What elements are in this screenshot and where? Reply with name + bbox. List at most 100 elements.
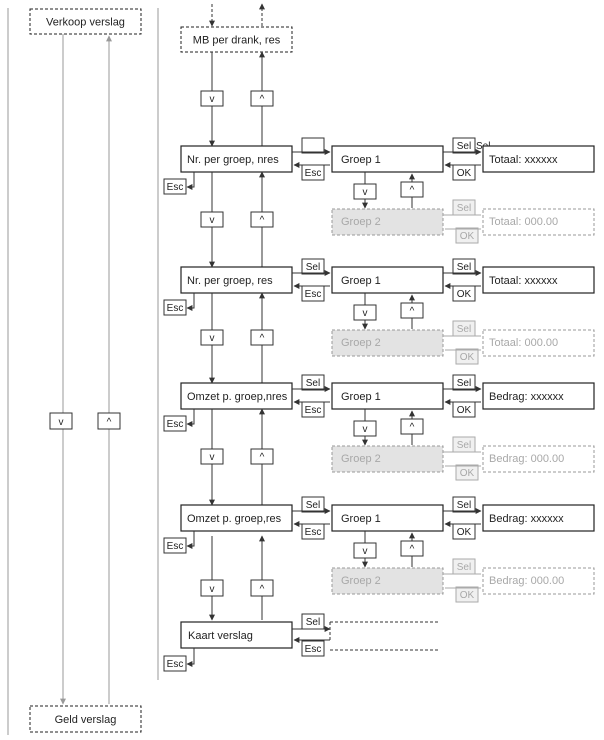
- group-up-key[interactable]: [400, 418, 424, 435]
- kaart-verslag-section: v ^ Kaart verslag Sel Esc Esc: [163, 535, 440, 672]
- section-menu-box[interactable]: [180, 504, 293, 532]
- section-menu-box[interactable]: [180, 266, 293, 294]
- ghost-result-box: [482, 445, 595, 473]
- result-sel-key[interactable]: [452, 258, 476, 275]
- section-sel-key-label: Sel: [306, 500, 320, 511]
- groep-2-label: Groep 2: [341, 453, 381, 465]
- section-esc-key-label: Esc: [305, 289, 322, 300]
- section-sel-key[interactable]: [301, 496, 325, 513]
- groep-1-box[interactable]: [331, 145, 444, 173]
- section-down-key[interactable]: [200, 448, 224, 465]
- ghost-sel-key-label: Sel: [457, 324, 471, 335]
- section-up-key[interactable]: [250, 90, 274, 107]
- geld-verslag-label: Geld verslag: [55, 714, 117, 726]
- group-down-key[interactable]: [353, 304, 377, 321]
- section-menu-box[interactable]: [180, 145, 293, 173]
- kaart-sel-key-label: Sel: [306, 617, 320, 628]
- section-esc-side-key[interactable]: [163, 537, 187, 554]
- verkoop-verslag-label: Verkoop verslag: [46, 17, 125, 29]
- main-top: MB per drank, res: [180, 3, 293, 53]
- left-up-key-label: ^: [107, 417, 112, 428]
- result-sel-key[interactable]: [452, 137, 476, 154]
- section-down-key-label: v: [210, 452, 215, 463]
- group-up-key[interactable]: [400, 540, 424, 557]
- section-up-key-label: ^: [260, 215, 265, 226]
- section-menu-label: Nr. per groep, res: [187, 275, 273, 287]
- section-esc-key-label: Esc: [305, 168, 322, 179]
- ghost-ok-key[interactable]: [455, 586, 479, 603]
- groep-2-box[interactable]: [331, 208, 444, 236]
- left-column: Verkoop verslag v ^ Geld verslag: [29, 8, 142, 733]
- groep-1-box[interactable]: [331, 504, 444, 532]
- section-menu-box[interactable]: [180, 382, 293, 410]
- mb-per-drank-label: MB per drank, res: [193, 35, 281, 47]
- section-up-key-label: ^: [260, 452, 265, 463]
- groep-2-box[interactable]: [331, 445, 444, 473]
- kaart-esc-side-key[interactable]: [163, 655, 187, 672]
- result-ok-key-label: OK: [457, 289, 472, 300]
- section-esc-side-line: [186, 409, 195, 427]
- result-label: Totaal: xxxxxx: [489, 154, 558, 166]
- groep-2-box[interactable]: [331, 567, 444, 595]
- groep-1-box[interactable]: [331, 266, 444, 294]
- groep-1-label: Groep 1: [341, 154, 381, 166]
- section-menu-label: Nr. per groep, nres: [187, 154, 279, 166]
- group-down-key-label: v: [363, 424, 368, 435]
- kaart-esc-key[interactable]: [301, 640, 325, 657]
- ghost-result-box: [482, 567, 595, 595]
- ghost-ok-key[interactable]: [455, 227, 479, 244]
- section-up-key[interactable]: [250, 329, 274, 346]
- group-up-key-label: ^: [410, 185, 415, 196]
- section-esc-side-key-label: Esc: [167, 419, 184, 430]
- section-up-key[interactable]: [250, 211, 274, 228]
- group-down-key-label: v: [363, 546, 368, 557]
- groep-1-box[interactable]: [331, 382, 444, 410]
- group-down-key[interactable]: [353, 420, 377, 437]
- ghost-result-label: Totaal: 000.00: [489, 216, 558, 228]
- ghost-ok-key-label: OK: [460, 231, 475, 242]
- group-up-key[interactable]: [400, 181, 424, 198]
- left-up-key[interactable]: [97, 412, 121, 430]
- section-menu-label: Omzet p. groep,res: [187, 513, 282, 525]
- section-sel-key[interactable]: [301, 258, 325, 275]
- section-down-key[interactable]: [200, 329, 224, 346]
- mb-per-drank-box[interactable]: [180, 26, 293, 53]
- result-label: Totaal: xxxxxx: [489, 275, 558, 287]
- result-sel-key[interactable]: [452, 496, 476, 513]
- result-ok-key-label: OK: [457, 168, 472, 179]
- section-sel-key[interactable]: [301, 137, 325, 154]
- kaart-down-key[interactable]: [200, 579, 224, 597]
- section-esc-side-key-label: Esc: [167, 541, 184, 552]
- section-up-key[interactable]: [250, 448, 274, 465]
- result-label: Bedrag: xxxxxx: [489, 391, 564, 403]
- section-esc-side-line: [186, 172, 195, 190]
- section-esc-key-label: Esc: [305, 405, 322, 416]
- groep-2-box[interactable]: [331, 329, 444, 357]
- group-up-key[interactable]: [400, 302, 424, 319]
- section-esc-side-key[interactable]: [163, 299, 187, 316]
- section-down-key[interactable]: [200, 211, 224, 228]
- section-esc-side-key-label: Esc: [167, 182, 184, 193]
- section-esc-side-key[interactable]: [163, 178, 187, 195]
- geld-verslag-box[interactable]: [29, 705, 142, 733]
- ghost-ok-key[interactable]: [455, 464, 479, 481]
- section-sel-key[interactable]: [301, 374, 325, 391]
- kaart-verslag-box[interactable]: [180, 621, 293, 649]
- result-box: [482, 382, 595, 410]
- ghost-ok-key-label: OK: [460, 590, 475, 601]
- section-sel-key-label: Sel: [306, 378, 320, 389]
- verkoop-verslag-box[interactable]: [29, 8, 142, 35]
- group-down-key[interactable]: [353, 183, 377, 200]
- left-down-key[interactable]: [49, 412, 73, 430]
- section-down-key-label: v: [210, 215, 215, 226]
- result-box: [482, 145, 595, 173]
- ghost-sel-key-label: Sel: [457, 562, 471, 573]
- result-sel-key[interactable]: [452, 374, 476, 391]
- section-down-key[interactable]: [200, 90, 224, 107]
- result-sel-key-label: Sel: [457, 500, 471, 511]
- group-down-key[interactable]: [353, 542, 377, 559]
- kaart-esc-side-key-label: Esc: [167, 659, 184, 670]
- section-esc-side-key[interactable]: [163, 415, 187, 432]
- ghost-ok-key[interactable]: [455, 348, 479, 365]
- kaart-up-key[interactable]: [250, 579, 274, 597]
